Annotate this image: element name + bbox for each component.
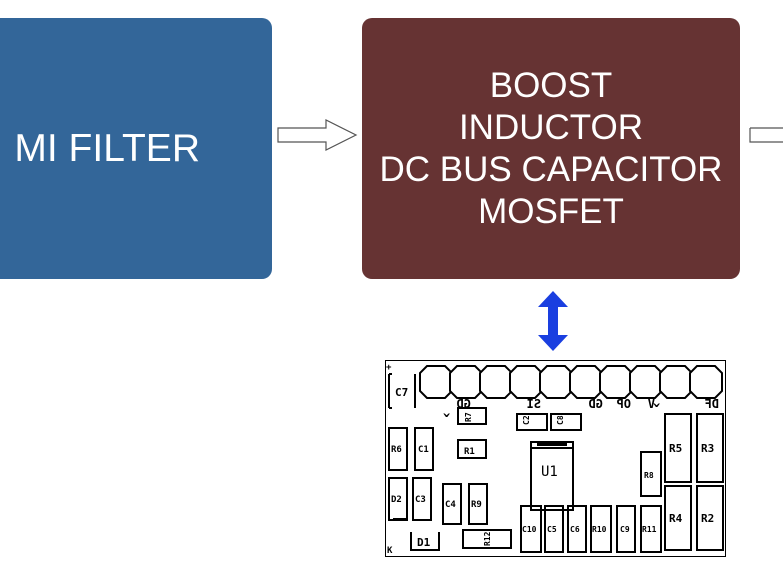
pin-label-gd-2: GD (589, 397, 603, 411)
header-pins (419, 365, 723, 399)
label-r7: R7 (464, 412, 473, 422)
label-r10: R10 (592, 525, 607, 534)
label-c9: C9 (620, 525, 630, 534)
label-r6: R6 (391, 445, 402, 455)
label-c8: C8 (556, 415, 565, 425)
pin-label-si: SI (527, 397, 541, 411)
label-r11: R11 (642, 525, 657, 534)
boost-stage-block: BOOST INDUCTOR DC BUS CAPACITOR MOSFET (362, 18, 740, 279)
label-c6: C6 (570, 525, 580, 534)
label-r12: R12 (483, 531, 492, 546)
label-c3: C3 (415, 495, 426, 505)
label-r8: R8 (644, 471, 654, 480)
svg-text:^: ^ (653, 395, 660, 409)
label-c2: C2 (522, 415, 531, 425)
svg-text:+: + (386, 363, 392, 373)
label-r5: R5 (669, 442, 682, 455)
label-u1: U1 (541, 464, 558, 480)
boost-line-3: DC BUS CAPACITOR (379, 149, 723, 189)
label-c5: C5 (547, 525, 557, 534)
boost-line-4: MOSFET (478, 191, 624, 231)
label-r2: R2 (701, 512, 714, 525)
pcb-layout: + GD SI OP GD V DF ^ ^ (385, 360, 726, 557)
label-r1: R1 (464, 447, 475, 457)
emi-filter-label: MI FILTER (14, 126, 200, 170)
label-d1: D1 (417, 536, 431, 549)
double-arrow-icon (538, 291, 568, 351)
svg-text:^: ^ (443, 405, 450, 419)
pin-label-v: V (648, 397, 655, 411)
label-c10: C10 (522, 525, 537, 534)
emi-filter-block: MI FILTER (0, 18, 272, 279)
pin-label-op: OP (617, 397, 631, 411)
label-r3: R3 (701, 442, 714, 455)
label-r9: R9 (471, 500, 482, 510)
label-c1: C1 (418, 445, 429, 455)
label-c7: C7 (395, 386, 408, 399)
label-c4: C4 (445, 500, 456, 510)
flow-arrow-right-icon (277, 119, 358, 151)
label-d2: D2 (391, 495, 402, 505)
label-k: K (387, 546, 393, 556)
label-r4: R4 (669, 512, 683, 525)
component-labels: C7 R7 C2 C8 R1 R6 C1 U1 R5 R3 R8 D2 C3 C… (387, 386, 714, 556)
pin-label-df: DF (705, 397, 719, 411)
flow-arrow-right-partial-icon (749, 127, 783, 143)
boost-line-2: INDUCTOR (458, 107, 644, 147)
boost-line-1: BOOST (489, 65, 613, 105)
